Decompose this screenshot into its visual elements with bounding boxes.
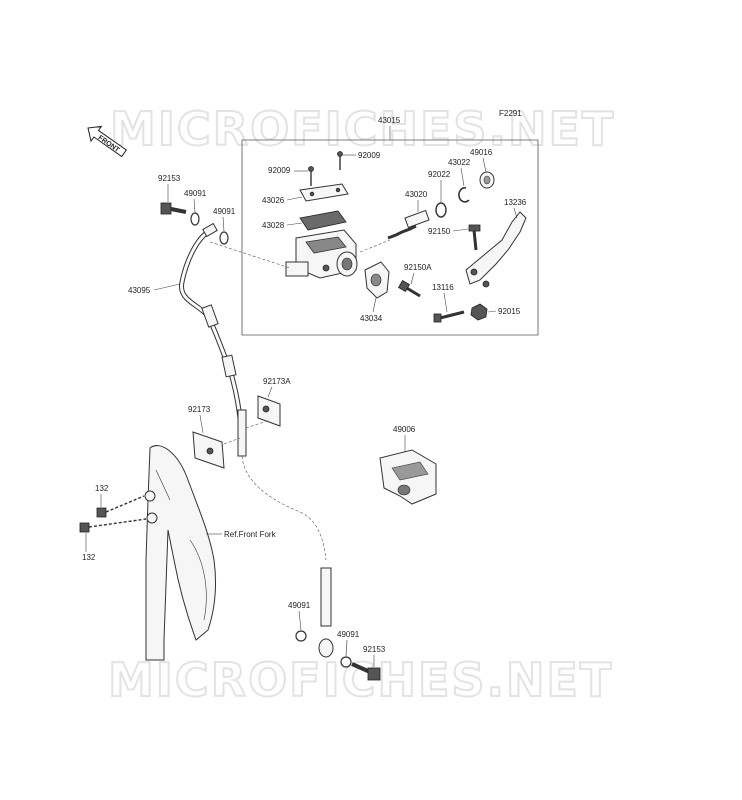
label-43015: 43015 — [378, 116, 401, 125]
label-49016: 49016 — [470, 148, 493, 157]
bolt-92153-top — [160, 202, 187, 215]
label-13116: 13116 — [432, 283, 454, 292]
label-92153-top: 92153 — [158, 174, 181, 183]
label-92022: 92022 — [428, 170, 451, 179]
assembly-outline — [241, 139, 539, 336]
piston-kit — [387, 209, 430, 240]
gasket-49091-bottom-b — [340, 656, 352, 668]
bolt-13116 — [433, 310, 465, 323]
reservoir-cap — [299, 183, 349, 202]
screw-132-b — [79, 518, 147, 533]
label-43022: 43022 — [448, 158, 471, 167]
brake-lever — [465, 211, 527, 288]
watermark-top: MICROFICHES.NET — [110, 102, 615, 156]
label-92173a: 92173A — [263, 377, 291, 386]
label-49091-top-a: 49091 — [184, 189, 207, 198]
label-92009-left: 92009 — [268, 166, 291, 175]
gasket-49091-top-b — [219, 231, 229, 245]
reference-note: Ref.Front Fork — [224, 530, 277, 539]
guard-49006 — [379, 449, 437, 505]
label-43028: 43028 — [262, 221, 285, 230]
circlip-43022 — [458, 187, 470, 203]
label-49091-bottom-a: 49091 — [288, 601, 311, 610]
master-cylinder-body — [285, 229, 358, 279]
guide-92173a — [257, 395, 281, 427]
gasket-49091-top-a — [190, 212, 200, 226]
brake-hose — [179, 222, 334, 658]
figure-code: F2291 — [499, 109, 522, 118]
label-43020: 43020 — [405, 190, 428, 199]
front-fork-guard — [144, 445, 217, 661]
bolt-92153-bottom — [351, 662, 381, 681]
label-92150a: 92150A — [404, 263, 432, 272]
pin-92150 — [468, 224, 481, 251]
watermark-bottom: MICROFICHES.NET — [108, 653, 613, 707]
label-43026: 43026 — [262, 196, 285, 205]
label-132-b: 132 — [82, 553, 96, 562]
label-49091-bottom-b: 49091 — [337, 630, 360, 639]
gasket-49091-bottom-a — [295, 630, 307, 642]
label-49091-top-b: 49091 — [213, 207, 236, 216]
label-43095: 43095 — [128, 286, 151, 295]
label-92173: 92173 — [188, 405, 211, 414]
nut-92015 — [470, 303, 488, 321]
screw-132-a — [96, 495, 145, 518]
label-43034: 43034 — [360, 314, 383, 323]
label-49006: 49006 — [393, 425, 416, 434]
label-13236: 13236 — [504, 198, 527, 207]
clamp-43034 — [364, 261, 390, 299]
guide-92173 — [192, 431, 225, 469]
washer-92022 — [435, 202, 447, 218]
label-132-a: 132 — [95, 484, 109, 493]
screw-92009-right — [337, 151, 343, 170]
boot-49016 — [479, 171, 495, 189]
screw-92009-left — [308, 166, 314, 186]
label-92153-bottom: 92153 — [363, 645, 386, 654]
label-92150: 92150 — [428, 227, 451, 236]
bolt-92150a — [397, 279, 421, 298]
label-92009-right: 92009 — [358, 151, 381, 160]
label-92015: 92015 — [498, 307, 521, 316]
diaphragm — [299, 210, 347, 231]
